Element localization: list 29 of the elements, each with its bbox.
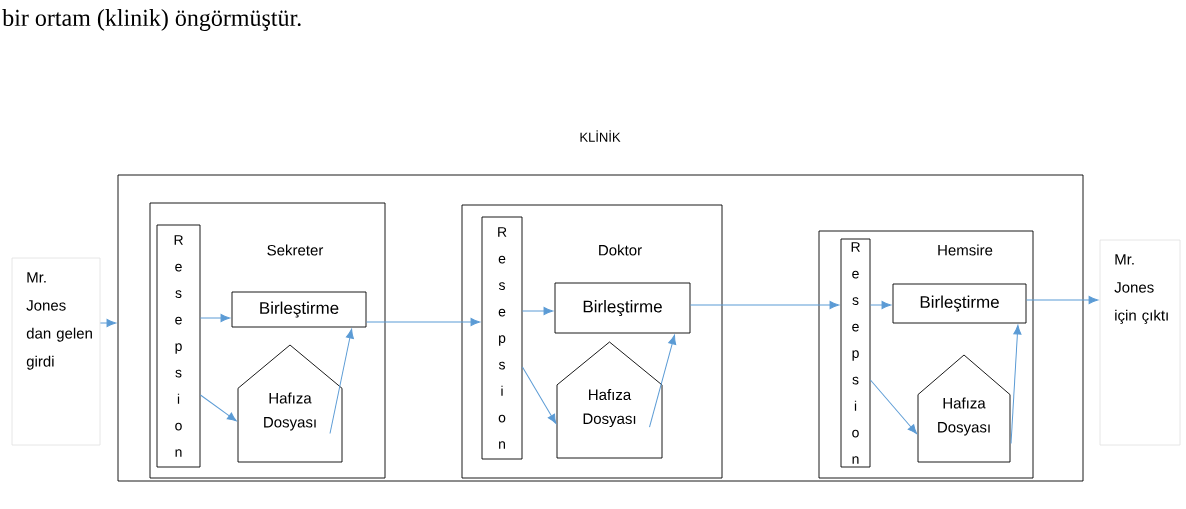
reception-bar: R e s e p s i o n (481, 216, 523, 460)
process-box: Birleştirme (892, 283, 1027, 324)
arrow (869, 379, 918, 435)
text-box: Mr. Jones dan gelen girdi (11, 257, 101, 446)
arrow (649, 334, 677, 428)
file-pentagon: Hafıza Dosyası (917, 354, 1011, 463)
heading: KLİNİK (580, 130, 621, 142)
arrow (365, 317, 481, 327)
process-box: Birleştirme (231, 291, 367, 328)
heading: Hemsire (938, 244, 993, 256)
file-pentagon: Hafıza Dosyası (556, 341, 663, 459)
text-box: Mr. Jones için çıktı (1099, 239, 1181, 446)
arrow (1025, 295, 1099, 305)
reception-bar: R e s e p s i o n (156, 224, 201, 468)
arrow (869, 300, 892, 310)
arrow (199, 313, 231, 323)
heading: Doktor (599, 244, 642, 256)
arrow (689, 300, 840, 310)
arrow (521, 366, 557, 424)
heading: Sekreter (267, 244, 324, 256)
process-box: Birleştirme (554, 282, 691, 334)
arrow (99, 318, 117, 328)
arrow (199, 394, 237, 422)
reception-bar: R e s e p s i o n (840, 238, 871, 468)
running-text: bir ortam (klinik) öngörmüştür. (2, 9, 301, 31)
file-pentagon: Hafıza Dosyası (237, 344, 343, 463)
arrow (329, 328, 354, 434)
arrow (521, 306, 554, 316)
arrow (1010, 324, 1022, 444)
